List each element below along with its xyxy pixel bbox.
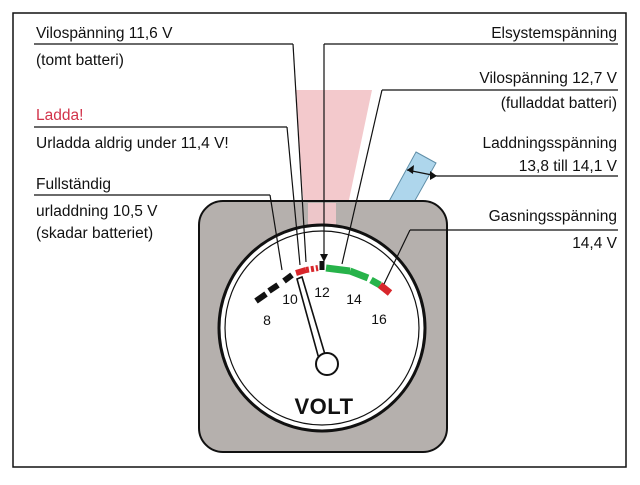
green-zone-c bbox=[369, 276, 382, 289]
charging-arrow-left bbox=[407, 165, 414, 174]
outer-frame bbox=[12, 12, 627, 468]
label-charging-2: 13,8 till 14,1 V bbox=[519, 158, 618, 175]
gauge-dial-rim bbox=[217, 223, 427, 433]
gauge-dial-inner-ring bbox=[224, 230, 420, 426]
green-zone-a bbox=[325, 264, 351, 275]
leader-gassing-v bbox=[383, 229, 411, 285]
label-gassing-1: Gasningsspänning bbox=[489, 208, 617, 225]
leader-full-discharge-v bbox=[269, 194, 283, 271]
tick-mark-8 bbox=[254, 291, 268, 304]
green-zone-b bbox=[348, 267, 370, 282]
tick-label-12: 12 bbox=[314, 284, 330, 300]
leader-rest-empty-v bbox=[292, 43, 307, 263]
label-never-discharge: Urladda aldrig under 11,4 V! bbox=[36, 135, 229, 152]
tick-label-10: 10 bbox=[282, 291, 298, 307]
gauge-unit-label: VOLT bbox=[294, 394, 353, 419]
tick-label-14: 14 bbox=[346, 291, 362, 307]
hatched-zone bbox=[305, 265, 319, 273]
label-full-discharge-2: urladdning 10,5 V bbox=[36, 203, 158, 220]
charging-arrow-right bbox=[430, 171, 437, 180]
label-full-discharge-1: Fullständig bbox=[36, 176, 111, 193]
label-rest-full-2: (fulladdat batteri) bbox=[501, 95, 617, 112]
label-rest-empty-1: Vilospänning 11,6 V bbox=[36, 25, 173, 42]
label-gassing-2: 14,4 V bbox=[572, 235, 617, 252]
red-zone-high bbox=[377, 282, 393, 296]
tick-label-16: 16 bbox=[371, 311, 387, 327]
label-charge-warning: Ladda! bbox=[36, 107, 83, 124]
label-charging-1: Laddningsspänning bbox=[483, 135, 617, 152]
label-rest-empty-2: (tomt batteri) bbox=[36, 52, 124, 69]
label-full-discharge-3: (skadar batteriet) bbox=[36, 225, 153, 242]
tick-mark-10 bbox=[282, 272, 294, 284]
tick-label-8: 8 bbox=[263, 312, 271, 328]
red-zone-low bbox=[295, 267, 307, 276]
label-rest-full-1: Vilospänning 12,7 V bbox=[479, 70, 617, 87]
label-system-voltage: Elsystemspänning bbox=[491, 25, 617, 42]
leader-never-discharge-v bbox=[286, 126, 301, 266]
needle-pivot bbox=[315, 352, 339, 376]
tick-mark-9 bbox=[267, 282, 280, 294]
scale-marks bbox=[254, 261, 393, 304]
system-arrow bbox=[320, 254, 328, 262]
leader-rest-full-v bbox=[341, 89, 383, 265]
